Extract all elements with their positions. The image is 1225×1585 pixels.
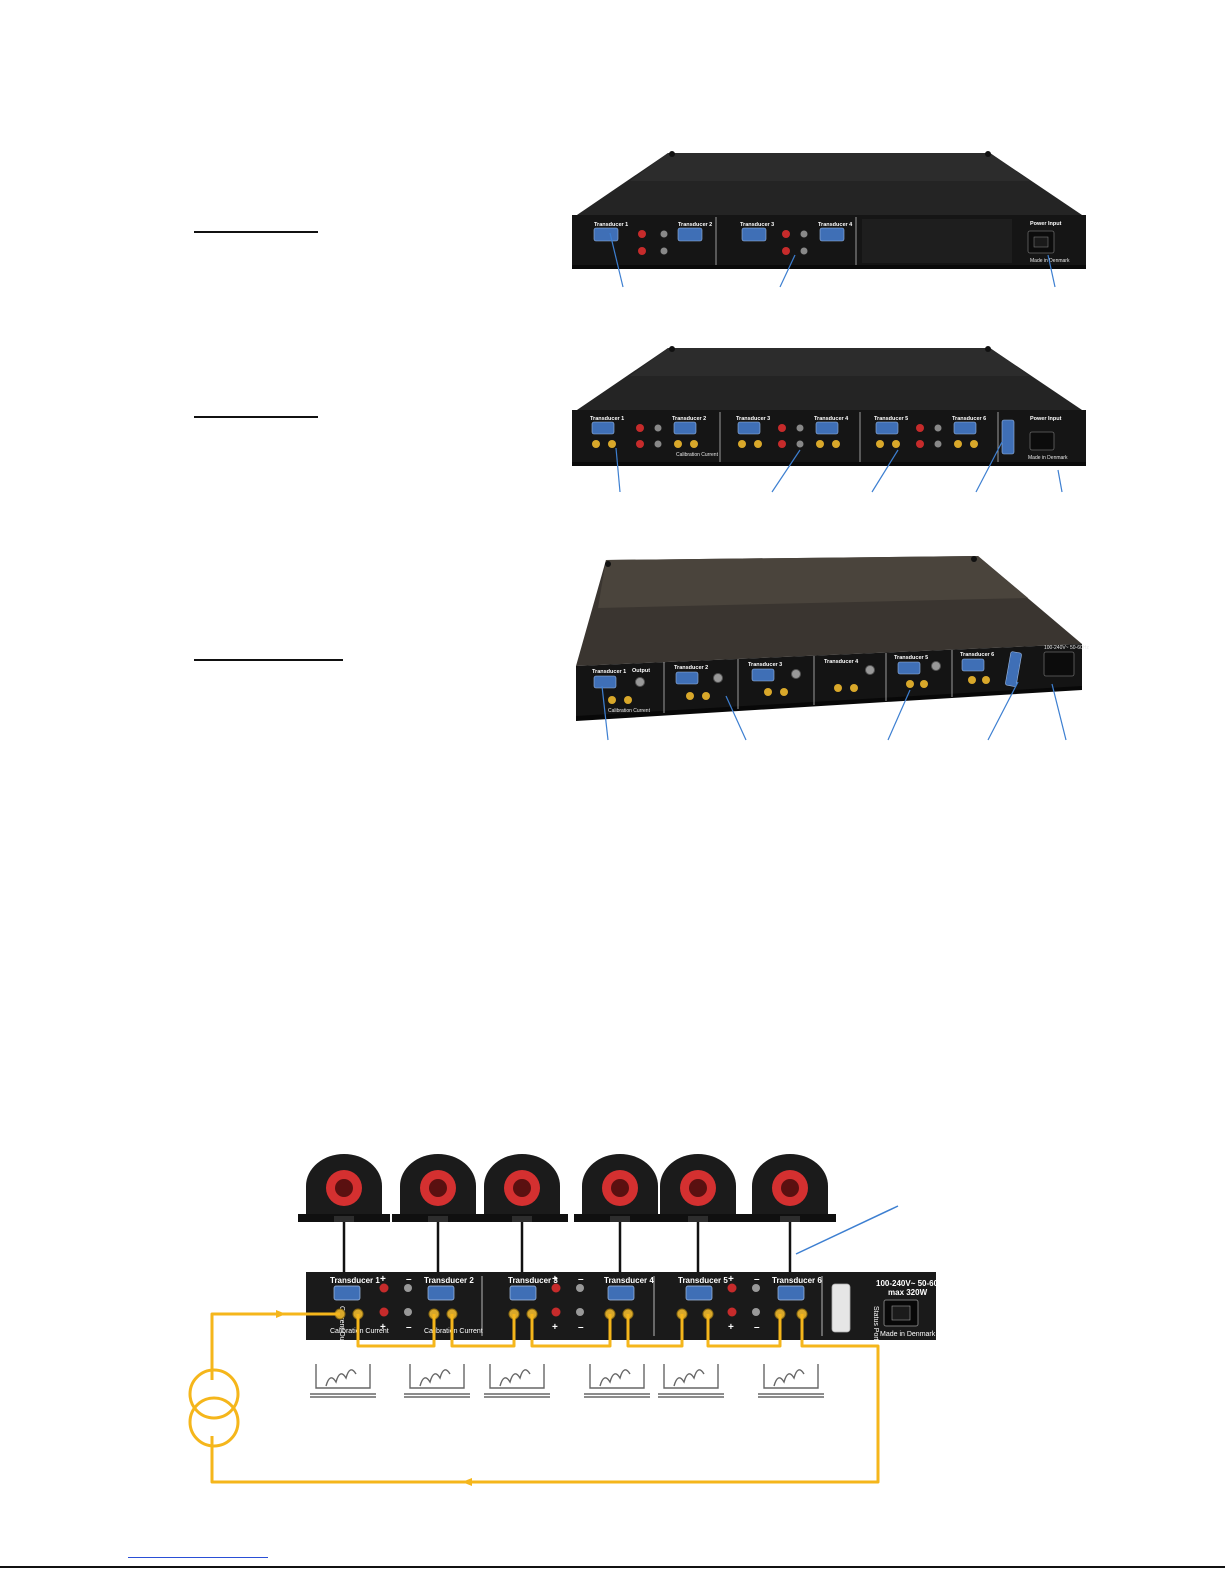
photo3-output-label: Output <box>632 668 650 674</box>
power-line1: 100-240V~ 50-60Hz <box>876 1279 940 1288</box>
device-photo-perspective: Transducer 1 Output Calibration Current … <box>576 556 1089 721</box>
leader-lines-3 <box>601 681 1067 741</box>
device-photo-4ch: Transducer 1 Transducer 2 Transducer 3 T… <box>572 151 1086 269</box>
photo2-slot-label: Transducer 4 <box>814 416 849 422</box>
calibration-wire <box>210 1312 880 1484</box>
heading-rule-1 <box>194 231 318 233</box>
coil-symbols <box>310 1364 824 1398</box>
panel-slot-label: Transducer 4 <box>604 1276 654 1285</box>
svg-text:+: + <box>380 1322 386 1333</box>
svg-text:–: – <box>406 1274 412 1285</box>
photo2-slot-label: Transducer 3 <box>736 416 770 422</box>
photo3-slot-label: Transducer 2 <box>674 665 708 671</box>
photo1-slot-label: Transducer 2 <box>678 222 712 228</box>
photo3-slot-label: Transducer 6 <box>960 652 994 658</box>
photo2-slot-label: Transducer 6 <box>952 416 986 422</box>
wire-arrow-right <box>276 1310 286 1318</box>
photo2-power-label: Power Input <box>1030 416 1062 422</box>
panel-slot-label: Transducer 3 <box>508 1276 558 1285</box>
status-port-label: Status Port <box>872 1306 879 1341</box>
heading-rule-3 <box>194 659 343 661</box>
leader-lines-1 <box>609 232 1056 288</box>
svg-text:+: + <box>552 1322 558 1333</box>
photo3-power-label: 100-240V~ 50-60Hz <box>1044 645 1089 651</box>
photo1-slot-label: Transducer 4 <box>818 222 853 228</box>
photo2-slot-label: Transducer 1 <box>590 416 624 422</box>
svg-text:–: – <box>754 1322 760 1333</box>
svg-text:–: – <box>578 1322 584 1333</box>
current-source-icon <box>188 1368 240 1448</box>
svg-text:–: – <box>406 1322 412 1333</box>
photo1-slot-label: Transducer 1 <box>594 222 628 228</box>
status-port-connector <box>831 1283 851 1333</box>
photo3-slot-label: Transducer 5 <box>894 655 928 661</box>
heading-rule-2 <box>194 416 318 418</box>
panel-made-in: Made in Denmark <box>880 1331 936 1338</box>
photo2-made-in: Made in Denmark <box>1028 455 1068 461</box>
photo1-slot-label: Transducer 3 <box>740 222 774 228</box>
svg-text:+: + <box>728 1274 734 1285</box>
current-output-label: Current Output <box>338 1306 345 1352</box>
cable-leader-line <box>795 1205 899 1255</box>
svg-text:+: + <box>552 1274 558 1285</box>
power-line2: max 320W <box>888 1288 928 1297</box>
panel-slot-label: Transducer 5 <box>678 1276 728 1285</box>
panel-slot-label: Transducer 1 <box>330 1276 380 1285</box>
footer-divider <box>0 1566 1225 1568</box>
device-photo-6ch: Transducer 1 Transducer 2 Calibration Cu… <box>572 346 1086 466</box>
photo2-slot-label: Transducer 5 <box>874 416 908 422</box>
transducer-heads <box>298 1154 836 1222</box>
svg-text:+: + <box>380 1274 386 1285</box>
svg-text:–: – <box>578 1274 584 1285</box>
photo3-cal-label: Calibration Current <box>608 708 651 714</box>
leader-lines-2 <box>615 441 1063 493</box>
calibration-wiring-diagram: Current Output Transducer 1 Calibration … <box>188 1154 940 1486</box>
photo2-slot-label: Transducer 2 <box>672 416 706 422</box>
photo1-made-in: Made in Denmark <box>1030 258 1070 264</box>
panel-slot-label: Transducer 2 <box>424 1276 474 1285</box>
rear-panel <box>306 1272 936 1340</box>
wire-arrow-left <box>462 1478 472 1486</box>
photo3-slot-label: Transducer 3 <box>748 662 782 668</box>
svg-text:+: + <box>728 1322 734 1333</box>
footer-link-underline[interactable] <box>128 1557 268 1558</box>
photo1-power-label: Power Input <box>1030 221 1062 227</box>
panel-slot-label: Transducer 6 <box>772 1276 822 1285</box>
photo3-slot-label: Transducer 1 <box>592 669 626 675</box>
photo3-slot-label: Transducer 4 <box>824 659 859 665</box>
svg-text:–: – <box>754 1274 760 1285</box>
photo2-cal-label: Calibration Current <box>676 452 719 458</box>
